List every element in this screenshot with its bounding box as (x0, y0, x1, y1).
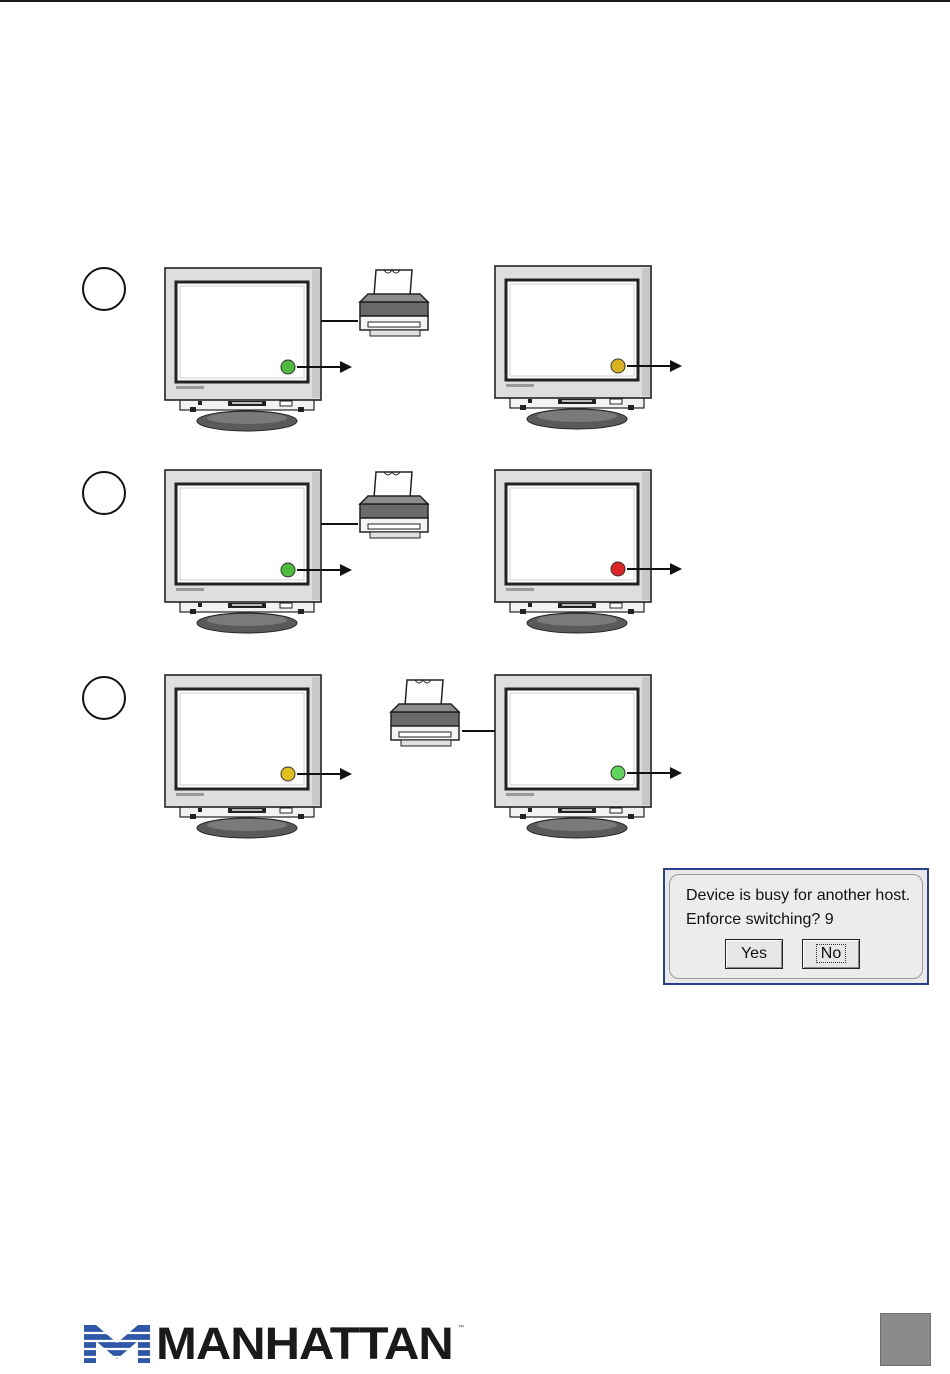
dialog-body: Device is busy for another host. Enforce… (669, 874, 923, 979)
page-number-tab (880, 1313, 931, 1366)
dialog-message-line-1: Device is busy for another host. (686, 887, 910, 905)
arrow-icon (340, 768, 352, 780)
left-led (281, 767, 295, 781)
manhattan-wordmark: MANHATTAN (156, 1322, 453, 1367)
no-button[interactable]: No (802, 939, 860, 969)
trademark-symbol: ™ (458, 1325, 464, 1331)
arrow-icon (670, 767, 682, 779)
manhattan-logo-mark-icon (82, 1323, 152, 1365)
yes-button[interactable]: Yes (725, 939, 783, 969)
dialog-message-line-2: Enforce switching? 9 (686, 911, 834, 929)
right-led (611, 766, 625, 780)
device-busy-dialog: Device is busy for another host. Enforce… (663, 868, 929, 985)
